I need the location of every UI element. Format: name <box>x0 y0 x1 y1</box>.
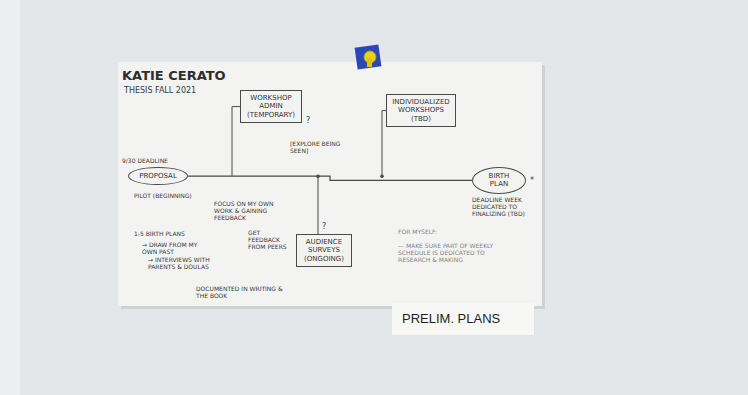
blue-tape <box>355 44 382 69</box>
note-text: → DRAW FROM MY OWN PAST <box>142 241 214 255</box>
note-text: 9/30 DEADLINE <box>122 157 182 164</box>
note-text: 1-5 BIRTH PLANS <box>134 230 204 237</box>
node-text: BIRTH PLAN <box>481 172 517 189</box>
node-text: WORKSHOP ADMIN (TEMPORARY) <box>245 94 297 119</box>
paper-sheet <box>118 62 542 306</box>
note-text: DEADLINE WEEK DEDICATED TO FINALIZING (T… <box>472 196 534 218</box>
note-text: → INTERVIEWS WITH PARENTS & DOULAS <box>148 256 210 270</box>
node-text: INDIVIDUALIZED WORKSHOPS (TBD) <box>391 98 451 123</box>
node-text: AUDIENCE SURVEYS (ONGOING) <box>301 238 347 263</box>
tape-label: PRELIM. PLANS <box>402 311 530 327</box>
note-text: DOCUMENTED IN WRITING & THE BOOK <box>196 285 292 299</box>
note-text: FOR MYSELF: <box>398 228 458 235</box>
branch-line <box>318 176 319 234</box>
note-text: THESIS FALL 2021 <box>124 86 234 96</box>
node-text: PROPOSAL <box>137 172 179 180</box>
note-text: FOCUS ON MY OWN WORK & GAINING FEEDBACK <box>214 200 276 222</box>
note-text: ? <box>306 116 314 126</box>
phase-box: INDIVIDUALIZED WORKSHOPS (TBD) <box>386 94 456 127</box>
note-text: ? <box>322 222 330 232</box>
wall-edge <box>0 0 20 395</box>
phase-box: AUDIENCE SURVEYS (ONGOING) <box>296 234 352 267</box>
milestone-oval: BIRTH PLAN <box>472 167 526 194</box>
label-tape <box>392 303 534 335</box>
push-pin-stem <box>367 58 372 67</box>
phase-box: WORKSHOP ADMIN (TEMPORARY) <box>240 90 302 123</box>
branch-line <box>232 107 240 177</box>
note-text: [EXPLORE BEING SEEN] <box>290 140 354 154</box>
note-text: GET FEEDBACK FROM PEERS <box>248 229 292 251</box>
note-text: PILOT (BEGINNING) <box>134 192 214 199</box>
title-text: KATIE CERATO <box>122 68 226 84</box>
note-text: * <box>530 176 538 186</box>
timeline-line <box>188 176 472 180</box>
note-text: — MAKE SURE PART OF WEEKLY SCHEDULE IS D… <box>398 242 516 264</box>
timeline-dot <box>380 174 384 178</box>
